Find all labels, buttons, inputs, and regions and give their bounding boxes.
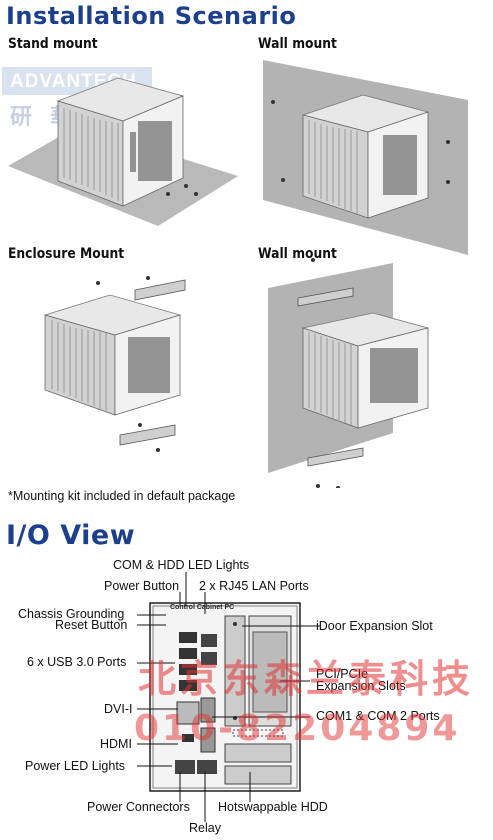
label-com-hdd-led: COM & HDD LED Lights	[113, 558, 250, 572]
label-relay: Relay	[189, 821, 221, 835]
panel-label-wall-mount-1: Wall mount	[258, 36, 337, 52]
wall-mount-illustration-2	[268, 258, 430, 488]
enclosure-mount-illustration	[43, 276, 186, 452]
label-expansion-slots: Expansion Slots	[316, 679, 406, 693]
label-power-button: Power Button	[104, 579, 180, 593]
mounting-kit-note: *Mounting kit included in default packag…	[8, 489, 236, 503]
installation-title: Installation Scenario	[6, 2, 297, 30]
device-label: Control Cabinet PC	[170, 604, 235, 611]
label-power-connectors: Power Connectors	[87, 800, 190, 814]
label-rj45: 2 x RJ45 LAN Ports	[199, 579, 309, 593]
wall-mount-illustration-1	[263, 60, 468, 255]
phone-watermark: 010-82204894	[134, 708, 461, 749]
panel-label-stand-mount: Stand mount	[8, 36, 98, 52]
io-front-panel	[149, 602, 301, 792]
io-leader-lines	[137, 572, 320, 822]
label-chassis-grounding: Chassis Grounding	[18, 607, 125, 621]
label-idoor-slot: iDoor Expansion Slot	[316, 619, 433, 633]
label-usb-ports: 6 x USB 3.0 Ports	[27, 655, 127, 669]
label-dvi: DVI-I	[104, 702, 133, 716]
label-power-led: Power LED Lights	[25, 759, 126, 773]
label-pci: PCI/PCIe	[316, 667, 369, 681]
panel-label-enclosure-mount: Enclosure Mount	[8, 246, 125, 262]
label-com-ports: COM1 & COM 2 Ports	[316, 709, 440, 723]
panel-label-wall-mount-2: Wall mount	[258, 246, 337, 262]
label-hotswap-hdd: Hotswappable HDD	[218, 800, 328, 814]
label-hdmi: HDMI	[100, 737, 132, 751]
stand-mount-illustration	[8, 77, 238, 226]
label-reset-button: Reset Button	[55, 618, 128, 632]
io-view-title: I/O View	[6, 520, 136, 551]
company-watermark: 北京东森兰泰科技	[138, 657, 475, 701]
